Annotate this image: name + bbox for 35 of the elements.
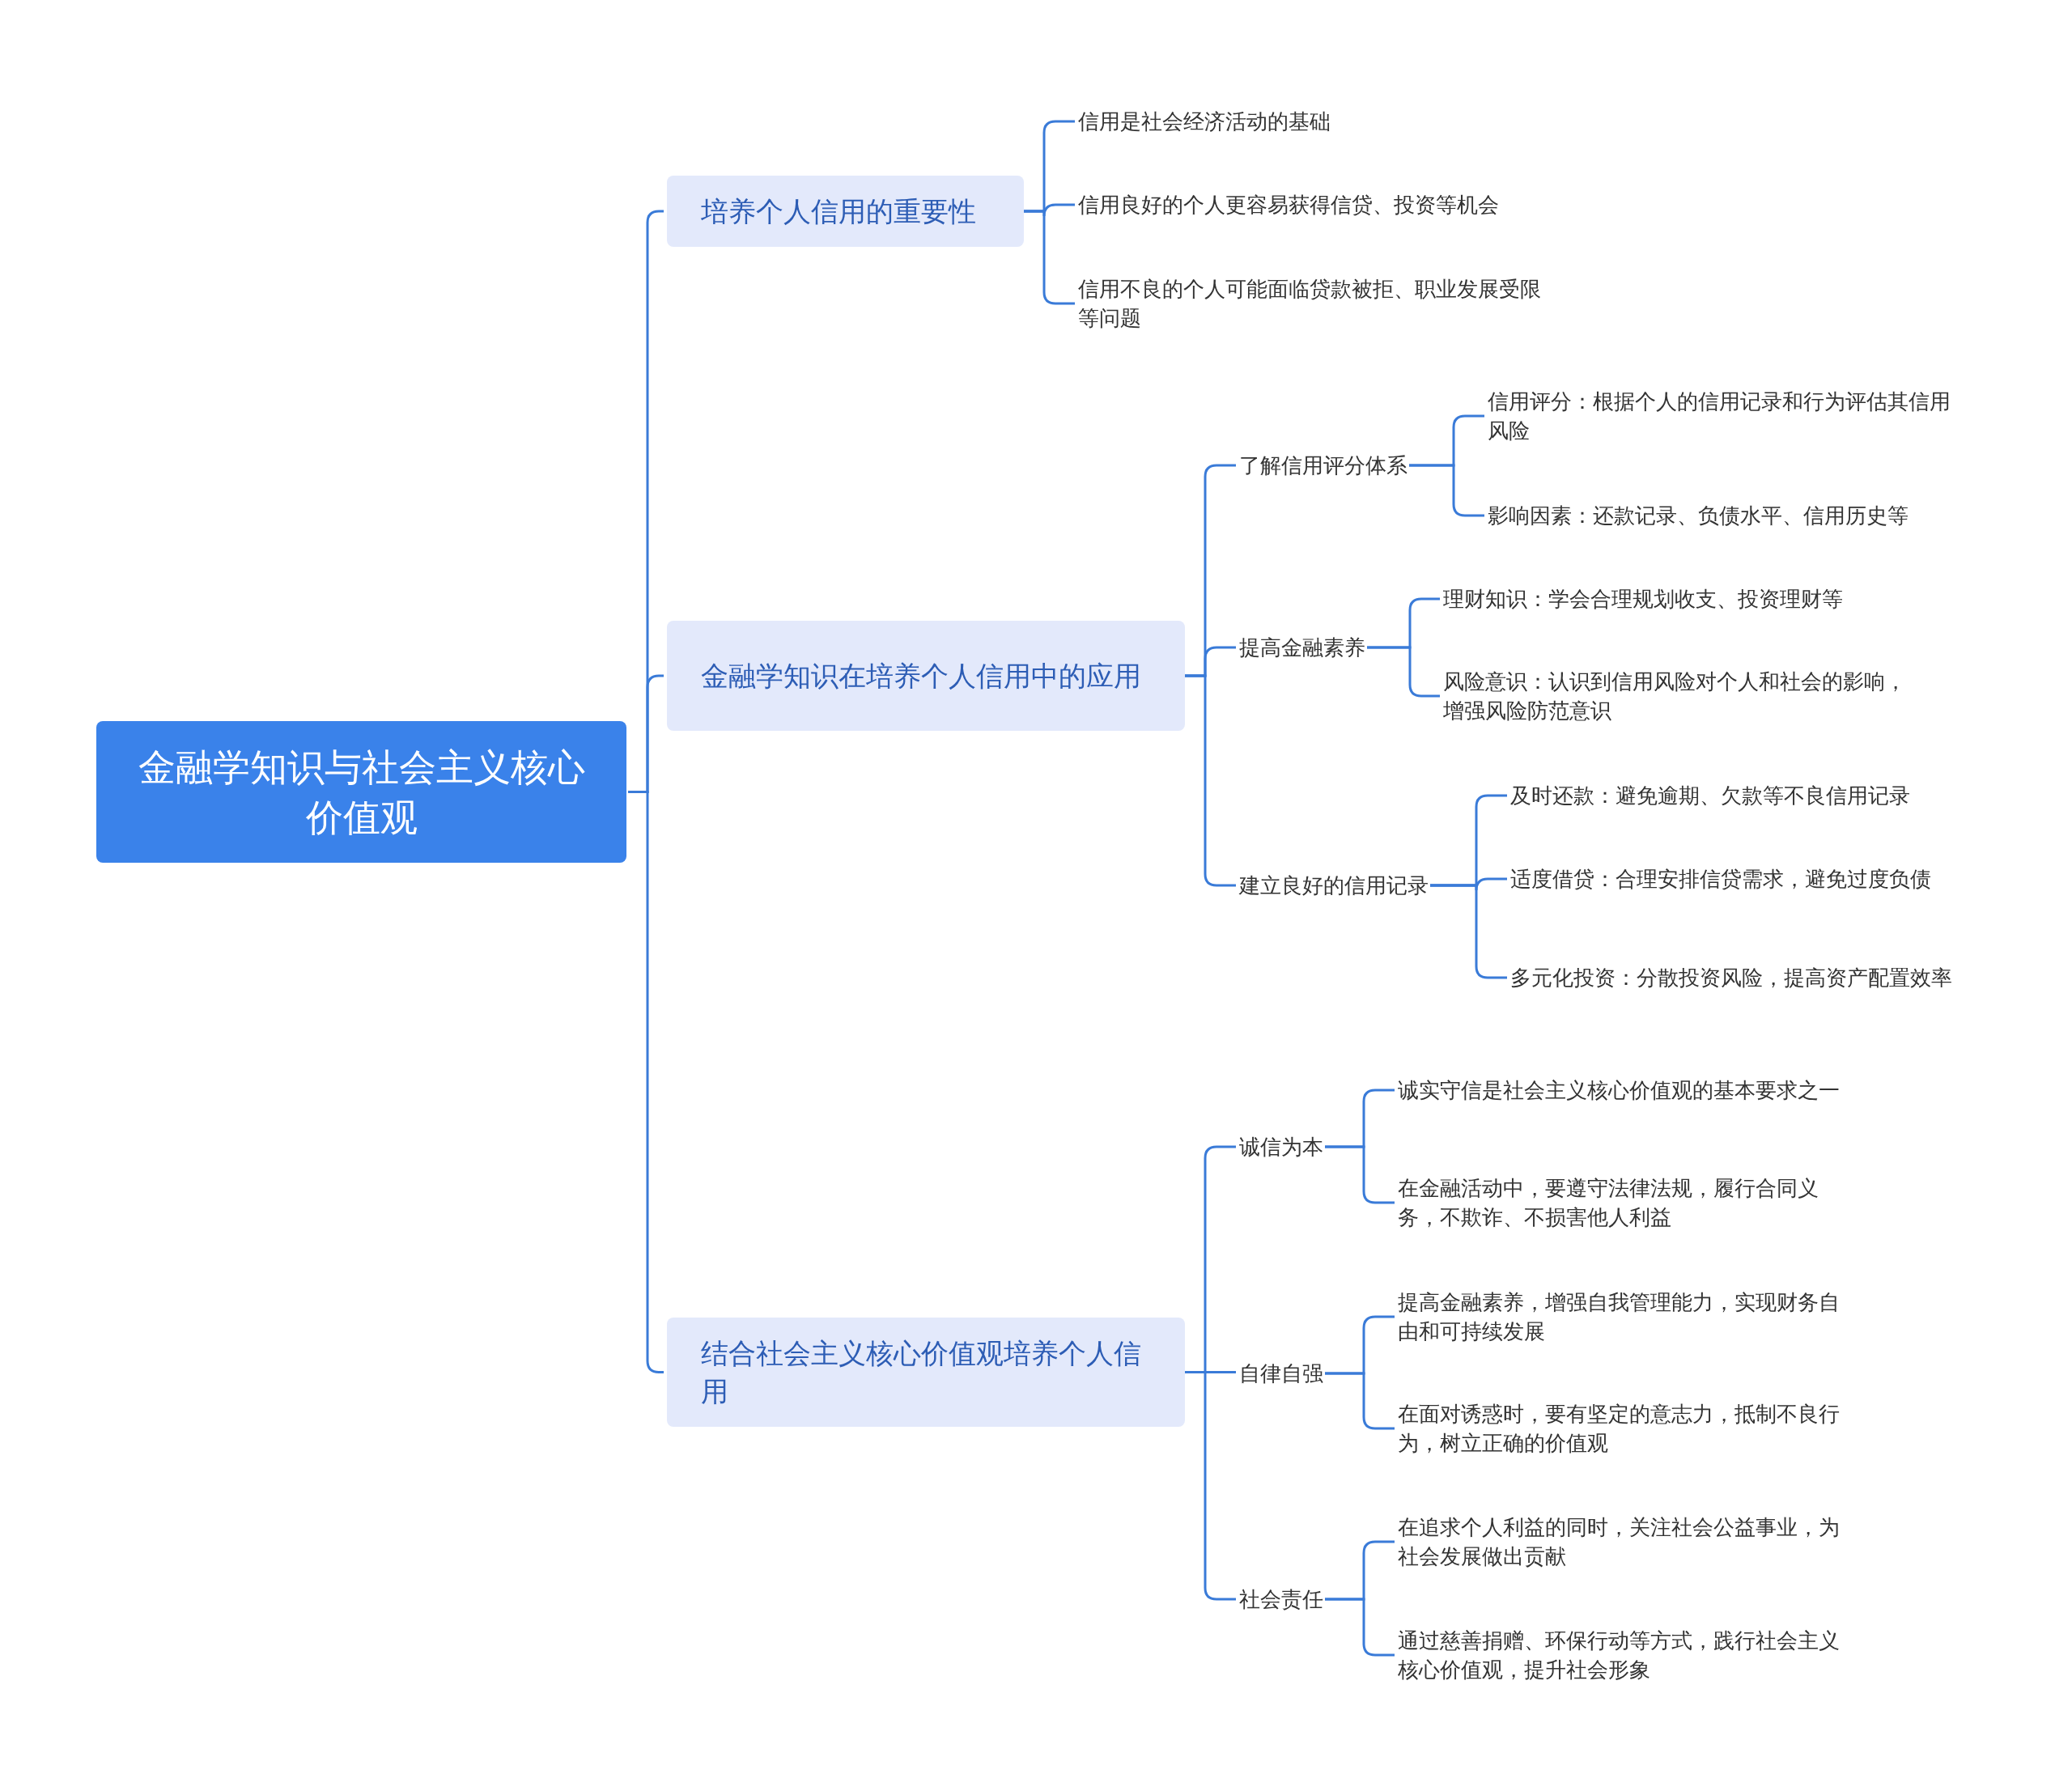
topic-text: 提高金融素养 <box>1239 633 1365 662</box>
topic-text: 提高金融素养，增强自我管理能力，实现财务自由和可持续发展 <box>1398 1288 1859 1346</box>
topic-text: 在面对诱惑时，要有坚定的意志力，抵制不良行为，树立正确的价值观 <box>1398 1399 1859 1458</box>
connector-line <box>1185 1371 1236 1601</box>
connector-line <box>1185 674 1236 887</box>
connector-line <box>1325 1372 1395 1430</box>
topic-text: 影响因素：还款记录、负债水平、信用历史等 <box>1488 501 1909 530</box>
topic-box: 结合社会主义核心价值观培养个人信用 <box>667 1318 1185 1427</box>
connector-line <box>1430 884 1507 979</box>
topic-text: 建立良好的信用记录 <box>1239 871 1429 900</box>
topic-text: 及时还款：避免逾期、欠款等不良信用记录 <box>1510 781 1910 810</box>
topic-text: 信用不良的个人可能面临贷款被拒、职业发展受限等问题 <box>1078 274 1548 333</box>
topic-text: 社会责任 <box>1239 1585 1323 1614</box>
topic-text: 在金融活动中，要遵守法律法规，履行合同义务，不欺诈、不损害他人利益 <box>1398 1173 1859 1232</box>
topic-text: 在追求个人利益的同时，关注社会公益事业，为社会发展做出贡献 <box>1398 1513 1859 1571</box>
connector-line <box>1024 210 1075 305</box>
topic-text: 风险意识：认识到信用风险对个人和社会的影响，增强风险防范意识 <box>1443 667 1913 725</box>
topic-text: 诚信为本 <box>1239 1132 1323 1161</box>
root-topic-box: 金融学知识与社会主义核心价值观 <box>96 721 626 863</box>
topic-text: 自律自强 <box>1239 1359 1323 1388</box>
topic-text: 多元化投资：分散投资风险，提高资产配置效率 <box>1510 963 1952 992</box>
topic-text: 信用良好的个人更容易获得信贷、投资等机会 <box>1078 190 1499 219</box>
topic-text: 通过慈善捐赠、环保行动等方式，践行社会主义核心价值观，提升社会形象 <box>1398 1626 1859 1684</box>
topic-text: 信用是社会经济活动的基础 <box>1078 107 1331 136</box>
connector-line <box>1409 464 1484 517</box>
topic-text: 了解信用评分体系 <box>1239 451 1408 480</box>
topic-text: 信用评分：根据个人的信用记录和行为评估其信用风险 <box>1488 387 1957 445</box>
connector-line <box>1367 646 1440 698</box>
topic-text: 理财知识：学会合理规划收支、投资理财等 <box>1443 584 1843 613</box>
topic-box: 金融学知识在培养个人信用中的应用 <box>667 621 1185 731</box>
topic-text: 适度借贷：合理安排信贷需求，避免过度负债 <box>1510 864 1931 893</box>
topic-text: 诚实守信是社会主义核心价值观的基本要求之一 <box>1398 1076 1840 1105</box>
topic-box: 培养个人信用的重要性 <box>667 176 1024 247</box>
connector-line <box>1325 1145 1395 1204</box>
connector-line <box>1325 1598 1395 1657</box>
